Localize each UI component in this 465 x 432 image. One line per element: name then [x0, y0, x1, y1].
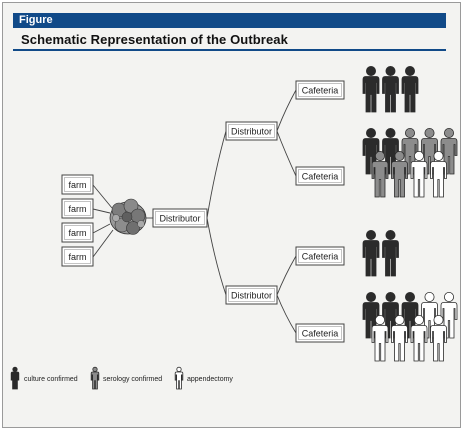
legend-serology-label: serology confirmed: [103, 376, 162, 383]
title-divider: [13, 49, 446, 51]
culture-case-icon: [382, 229, 399, 277]
main-distributor-label: Distributor: [159, 214, 200, 224]
connector-lower-cafe-3: [276, 255, 297, 296]
cafeteria-label: Cafeteria: [302, 252, 339, 262]
cafeteria-box: Cafeteria: [295, 323, 345, 343]
appendectomy-case-icon: [430, 150, 447, 198]
farm-box: farm: [61, 174, 94, 195]
farm-box: farm: [61, 246, 94, 267]
connector-lower-cafe-4: [276, 294, 297, 334]
farm-label: farm: [69, 228, 87, 238]
case-groups: [362, 66, 458, 362]
connector-main-upper: [206, 130, 227, 219]
culture-case-icon: [382, 66, 399, 113]
cafeteria-box: Cafeteria: [295, 80, 345, 100]
farm-label: farm: [69, 204, 87, 214]
connector-main-lower: [206, 217, 227, 296]
connector-farm-1: [92, 184, 113, 209]
appendectomy-case-icon: [371, 314, 389, 362]
figure-label: Figure: [19, 14, 53, 26]
figure-title: Schematic Representation of the Outbreak: [21, 32, 288, 47]
legend-culture-icon: [10, 366, 20, 390]
distributor-box: Distributor: [225, 285, 278, 305]
cafeteria-label: Cafeteria: [302, 86, 339, 96]
farm-box: farm: [61, 222, 94, 243]
distributor-box: Distributor: [225, 121, 278, 141]
culture-case-icon: [362, 66, 380, 113]
farm-label: farm: [69, 252, 87, 262]
legend-culture-label: culture confirmed: [24, 376, 78, 383]
figure-label-bar: Figure: [13, 13, 446, 28]
case-group-cafeteria-3: [362, 229, 399, 277]
cafeteria-box: Cafeteria: [295, 246, 345, 266]
connector-farm-4: [92, 229, 114, 258]
case-group-cafeteria-1: [362, 66, 419, 113]
serology-case-icon: [371, 150, 389, 198]
culture-case-icon: [362, 229, 380, 277]
appendectomy-case-icon: [410, 150, 428, 198]
legend-serology-icon: [90, 366, 100, 390]
connector-upper-cafe-1: [276, 89, 297, 132]
farm-box: farm: [61, 198, 94, 219]
case-group-cafeteria-4: [362, 291, 458, 362]
produce-cluster-icon: [109, 198, 147, 235]
legend-appendectomy-label: appendectomy: [187, 376, 233, 383]
appendectomy-case-icon: [410, 314, 428, 362]
distributor-label: Distributor: [231, 291, 272, 301]
connector-lines: [92, 89, 297, 334]
cafeteria-label: Cafeteria: [302, 329, 339, 339]
cafeteria-label: Cafeteria: [302, 172, 339, 182]
connector-farm-3: [92, 223, 111, 234]
connector-upper-cafe-2: [276, 130, 297, 177]
case-group-cafeteria-2: [362, 127, 458, 198]
legend: culture confirmed serology confirmed app…: [10, 366, 233, 390]
legend-appendectomy-icon: [174, 366, 184, 390]
farm-label: farm: [69, 180, 87, 190]
culture-case-icon: [401, 66, 419, 113]
cafeteria-box: Cafeteria: [295, 166, 345, 186]
appendectomy-case-icon: [391, 314, 408, 362]
serology-case-icon: [391, 150, 408, 198]
appendectomy-case-icon: [430, 314, 447, 362]
connector-farm-2: [92, 208, 111, 214]
main-distributor-box: Distributor: [152, 208, 208, 228]
distributor-label: Distributor: [231, 127, 272, 137]
